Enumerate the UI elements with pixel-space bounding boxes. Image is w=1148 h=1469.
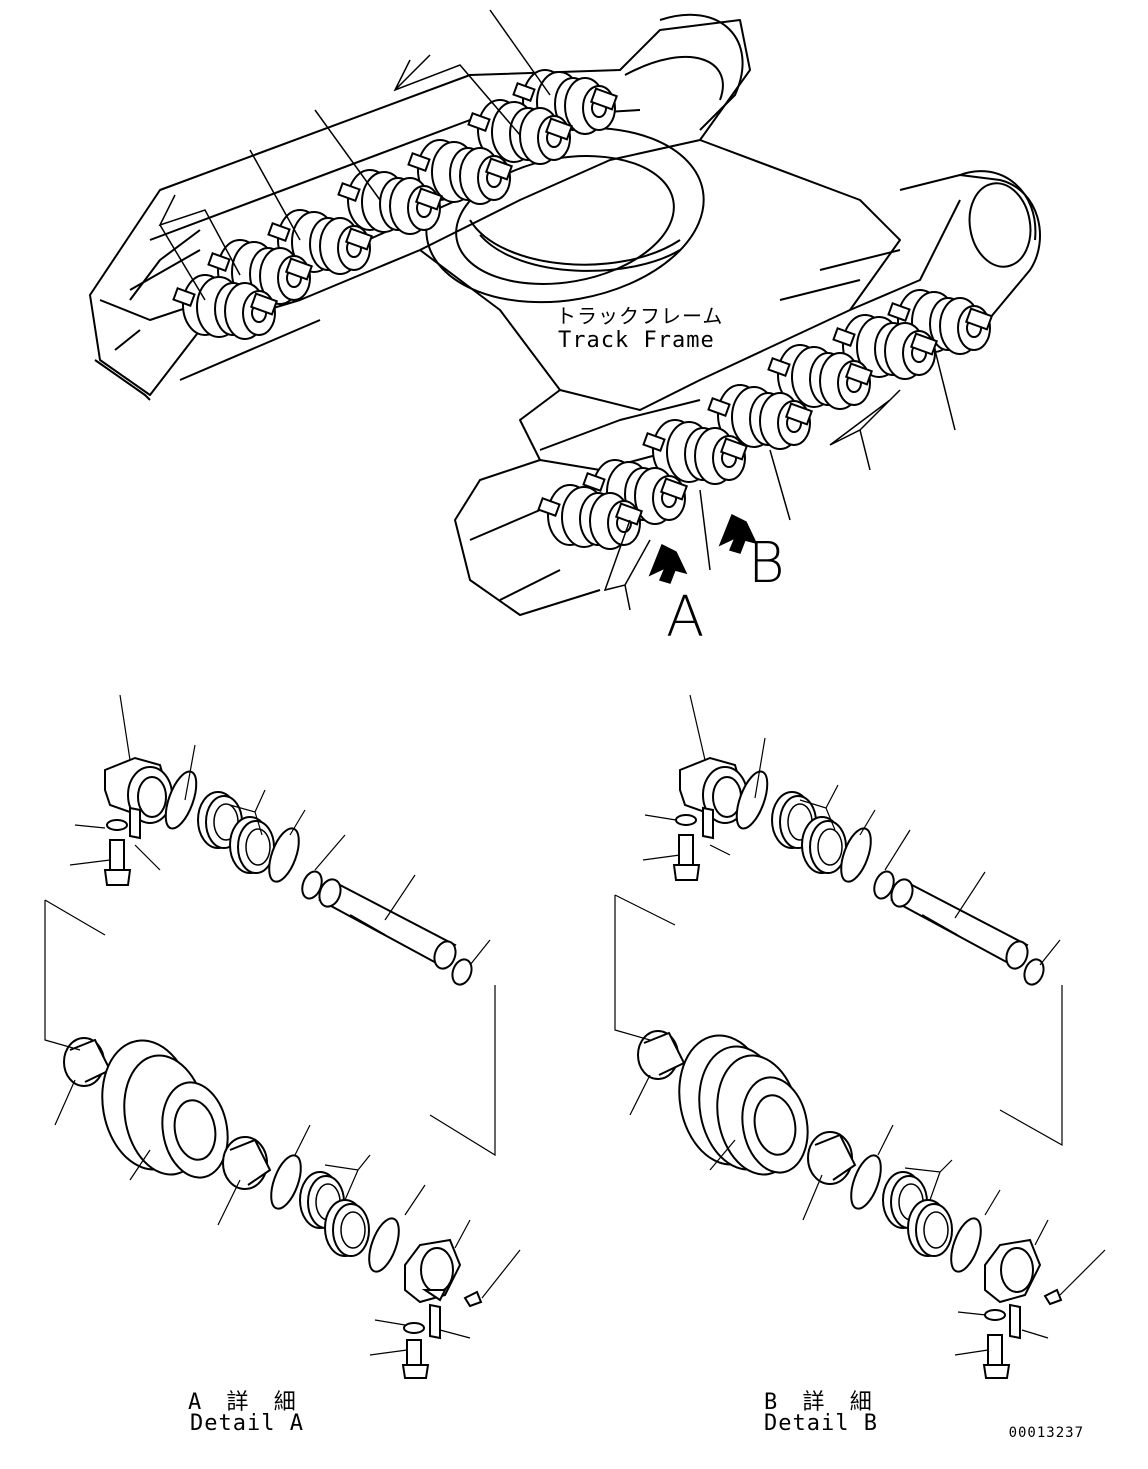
detail-a-drawing (64, 758, 481, 1378)
view-letter-a: A (666, 585, 705, 650)
track-frame-callout-en: Track Frame (558, 328, 715, 353)
detail-b-caption-en: Detail B (764, 1411, 878, 1436)
track-frame-callout-jp: トラックフレーム (556, 304, 724, 328)
detail-b-caption-jp: B 詳 細 (764, 1390, 878, 1415)
view-letter-b: B (748, 531, 785, 596)
detail-a-caption-en: Detail A (190, 1411, 304, 1436)
view-arrows (650, 515, 756, 583)
detail-b-drawing (638, 758, 1061, 1378)
figure-id: 00013237 (1008, 1425, 1084, 1441)
detail-b-leader-lines (615, 695, 1105, 1355)
main-leader-lines (160, 10, 955, 610)
detail-a-caption-jp: A 詳 細 (188, 1390, 302, 1415)
detail-a-leader-lines (45, 695, 520, 1355)
